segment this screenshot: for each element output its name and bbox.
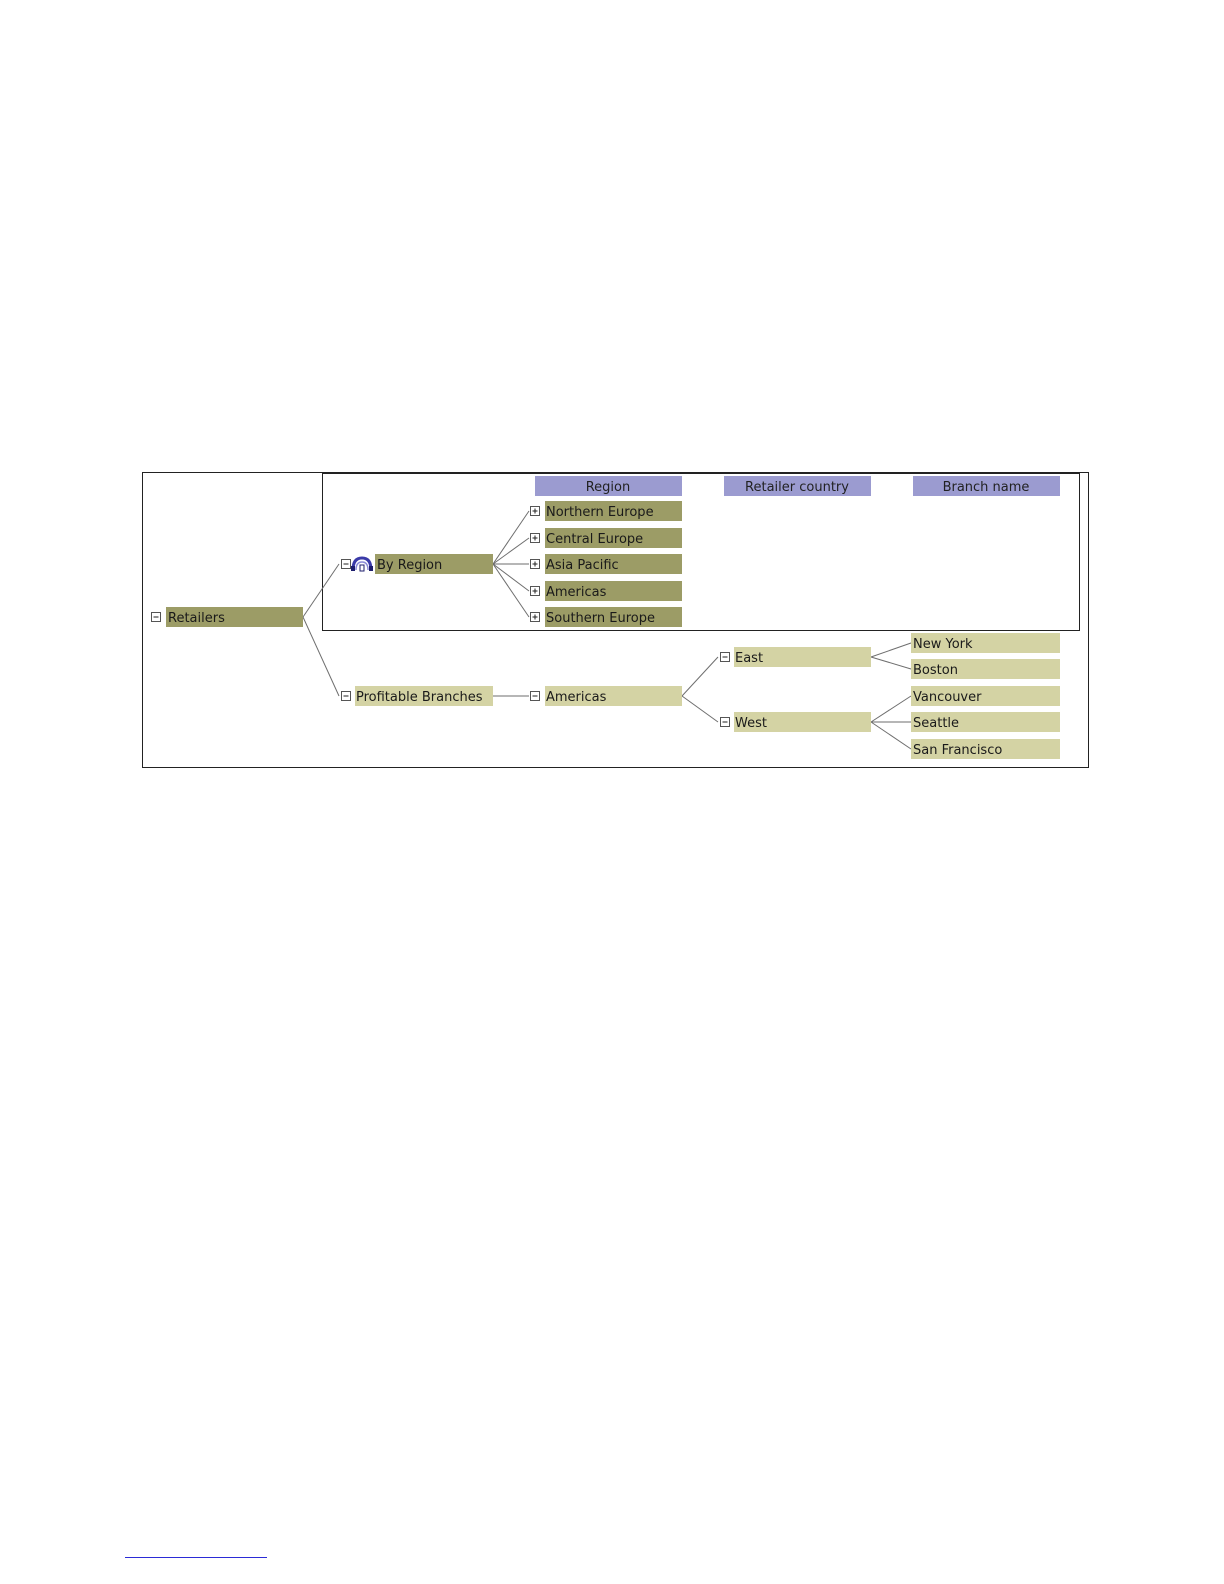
header-branch-name: Branch name [913, 476, 1060, 496]
node-by-region-label: By Region [377, 558, 442, 573]
hierarchy-arch-icon [351, 558, 373, 571]
collapse-toggle-icon[interactable] [721, 718, 730, 727]
collapse-toggle-icon[interactable] [721, 653, 730, 662]
expand-toggle-icon[interactable] [531, 613, 540, 622]
collapse-toggle-icon[interactable] [152, 613, 161, 622]
node-seattle-label: Seattle [913, 716, 959, 731]
node-americas-region-label: Americas [546, 585, 607, 600]
node-southern-europe[interactable]: Southern Europe [531, 607, 683, 627]
node-northern-europe[interactable]: Northern Europe [531, 501, 683, 521]
header-retailer-country-label: Retailer country [745, 480, 849, 495]
expand-toggle-icon[interactable] [531, 587, 540, 596]
node-central-europe[interactable]: Central Europe [531, 528, 683, 548]
node-profitable-branches-label: Profitable Branches [356, 690, 483, 705]
connector-retailers-profitable [303, 617, 339, 696]
connector-west-vancouver [871, 696, 911, 722]
node-by-region[interactable]: By Region [342, 554, 494, 574]
node-west-label: West [735, 716, 767, 731]
connector-retailers-byregion [303, 564, 339, 617]
node-southern-europe-label: Southern Europe [546, 611, 655, 626]
node-new-york-label: New York [913, 637, 973, 652]
collapse-toggle-icon[interactable] [342, 692, 351, 701]
connector-byregion-central [493, 538, 529, 564]
header-branch-name-label: Branch name [943, 480, 1030, 495]
connector-byregion-southern [493, 564, 529, 617]
node-retailers-label: Retailers [168, 611, 225, 626]
node-profitable-branches[interactable]: Profitable Branches [342, 686, 494, 706]
connector-americas-west [682, 696, 718, 722]
collapse-toggle-icon[interactable] [342, 560, 351, 569]
node-vancouver-label: Vancouver [913, 690, 982, 705]
node-seattle[interactable]: Seattle [911, 712, 1060, 732]
header-retailer-country: Retailer country [724, 476, 871, 496]
connector-east-newyork [871, 643, 911, 657]
column-headers: Region Retailer country Branch name [535, 476, 1060, 496]
footnote-separator [125, 1557, 267, 1558]
connector-byregion-americas [493, 564, 529, 591]
node-americas-profitable[interactable]: Americas [531, 686, 683, 706]
expand-toggle-icon[interactable] [531, 507, 540, 516]
node-new-york[interactable]: New York [911, 633, 1060, 653]
collapse-toggle-icon[interactable] [531, 692, 540, 701]
connector-americas-east [682, 657, 718, 696]
node-asia-pacific[interactable]: Asia Pacific [531, 554, 683, 574]
node-san-francisco[interactable]: San Francisco [911, 739, 1060, 759]
connector-east-boston [871, 657, 911, 669]
node-vancouver[interactable]: Vancouver [911, 686, 1060, 706]
node-boston[interactable]: Boston [911, 659, 1060, 679]
header-region-label: Region [586, 480, 631, 495]
connector-byregion-northern [493, 511, 529, 564]
expand-toggle-icon[interactable] [531, 534, 540, 543]
node-east[interactable]: East [721, 647, 872, 667]
by-region-highlight-frame [323, 474, 1080, 631]
node-retailers[interactable]: Retailers [152, 607, 304, 627]
node-san-francisco-label: San Francisco [913, 743, 1002, 758]
header-region: Region [535, 476, 682, 496]
node-boston-label: Boston [913, 663, 958, 678]
connector-west-sanfrancisco [871, 722, 911, 749]
node-west[interactable]: West [721, 712, 872, 732]
node-americas-region[interactable]: Americas [531, 581, 683, 601]
expand-toggle-icon[interactable] [531, 560, 540, 569]
node-americas-profitable-label: Americas [546, 690, 607, 705]
node-asia-pacific-label: Asia Pacific [546, 558, 619, 573]
node-northern-europe-label: Northern Europe [546, 505, 654, 520]
node-central-europe-label: Central Europe [546, 532, 643, 547]
node-east-label: East [735, 651, 763, 666]
